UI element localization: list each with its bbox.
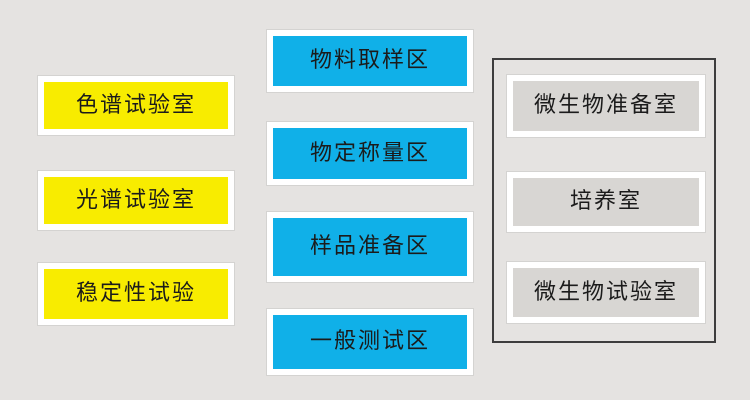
room-spectroscopy-lab: 光谱试验室 [38,171,234,230]
microbiology-zone-frame: 微生物准备室 培养室 微生物试验室 [492,58,716,343]
room-microbiology-preparation: 微生物准备室 [507,75,705,137]
room-chromatography-lab: 色谱试验室 [38,76,234,135]
room-microbiology-lab: 微生物试验室 [507,262,705,323]
area-material-sampling-label: 物料取样区 [309,48,430,73]
area-material-sampling: 物料取样区 [267,30,473,92]
room-culture-label: 培养室 [569,189,642,214]
area-general-testing-label: 一般测试区 [309,329,430,354]
area-general-testing: 一般测试区 [267,309,473,375]
room-microbiology-lab-label: 微生物试验室 [533,279,678,305]
area-sample-preparation: 样品准备区 [267,212,473,282]
room-microbiology-preparation-label: 微生物准备室 [533,93,678,118]
room-chromatography-lab-label: 色谱试验室 [75,92,196,118]
room-culture: 培养室 [507,172,705,232]
area-weighing-label: 物定称量区 [309,140,430,166]
area-sample-preparation-label: 样品准备区 [309,234,430,259]
room-stability-test: 稳定性试验 [38,263,234,325]
area-weighing: 物定称量区 [267,122,473,185]
room-stability-test-label: 稳定性试验 [75,281,196,306]
room-spectroscopy-lab-label: 光谱试验室 [75,187,196,213]
